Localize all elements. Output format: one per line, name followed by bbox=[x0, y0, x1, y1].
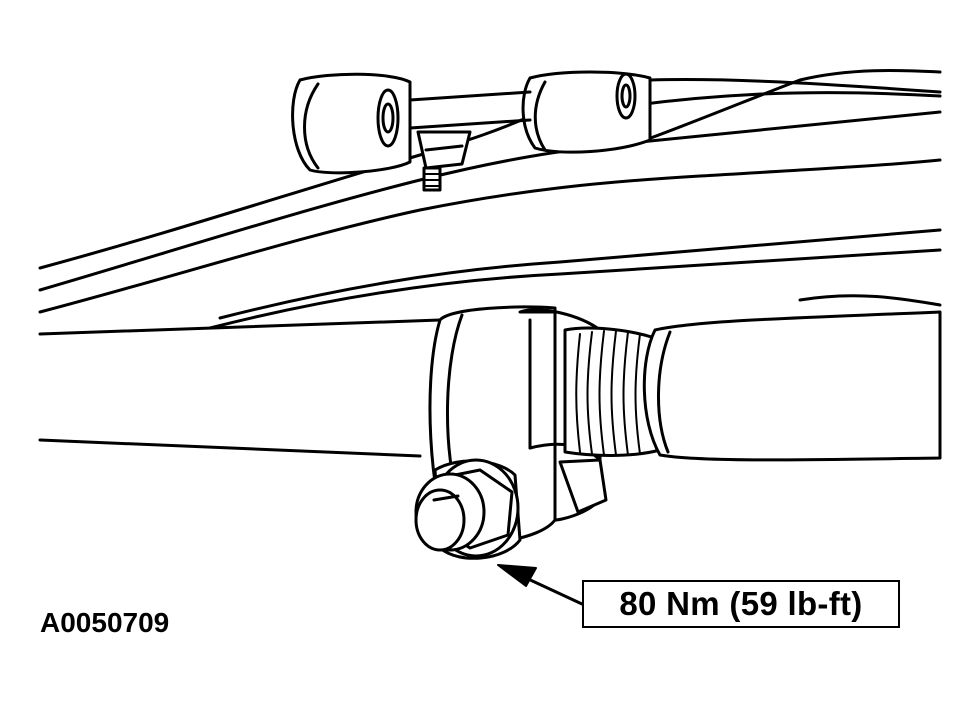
torque-callout: 80 Nm (59 lb-ft) bbox=[582, 580, 900, 628]
tie-rod bbox=[38, 318, 442, 458]
control-arm-bushings bbox=[291, 70, 942, 175]
outer-tube bbox=[642, 310, 942, 462]
figure-id: A0050709 bbox=[40, 607, 170, 638]
pinch-bolt-nut bbox=[414, 458, 522, 560]
adjuster-threads bbox=[563, 326, 662, 457]
leader-arrow-icon bbox=[497, 564, 584, 606]
upper-nut bbox=[416, 130, 472, 192]
frame-rails bbox=[38, 69, 942, 330]
